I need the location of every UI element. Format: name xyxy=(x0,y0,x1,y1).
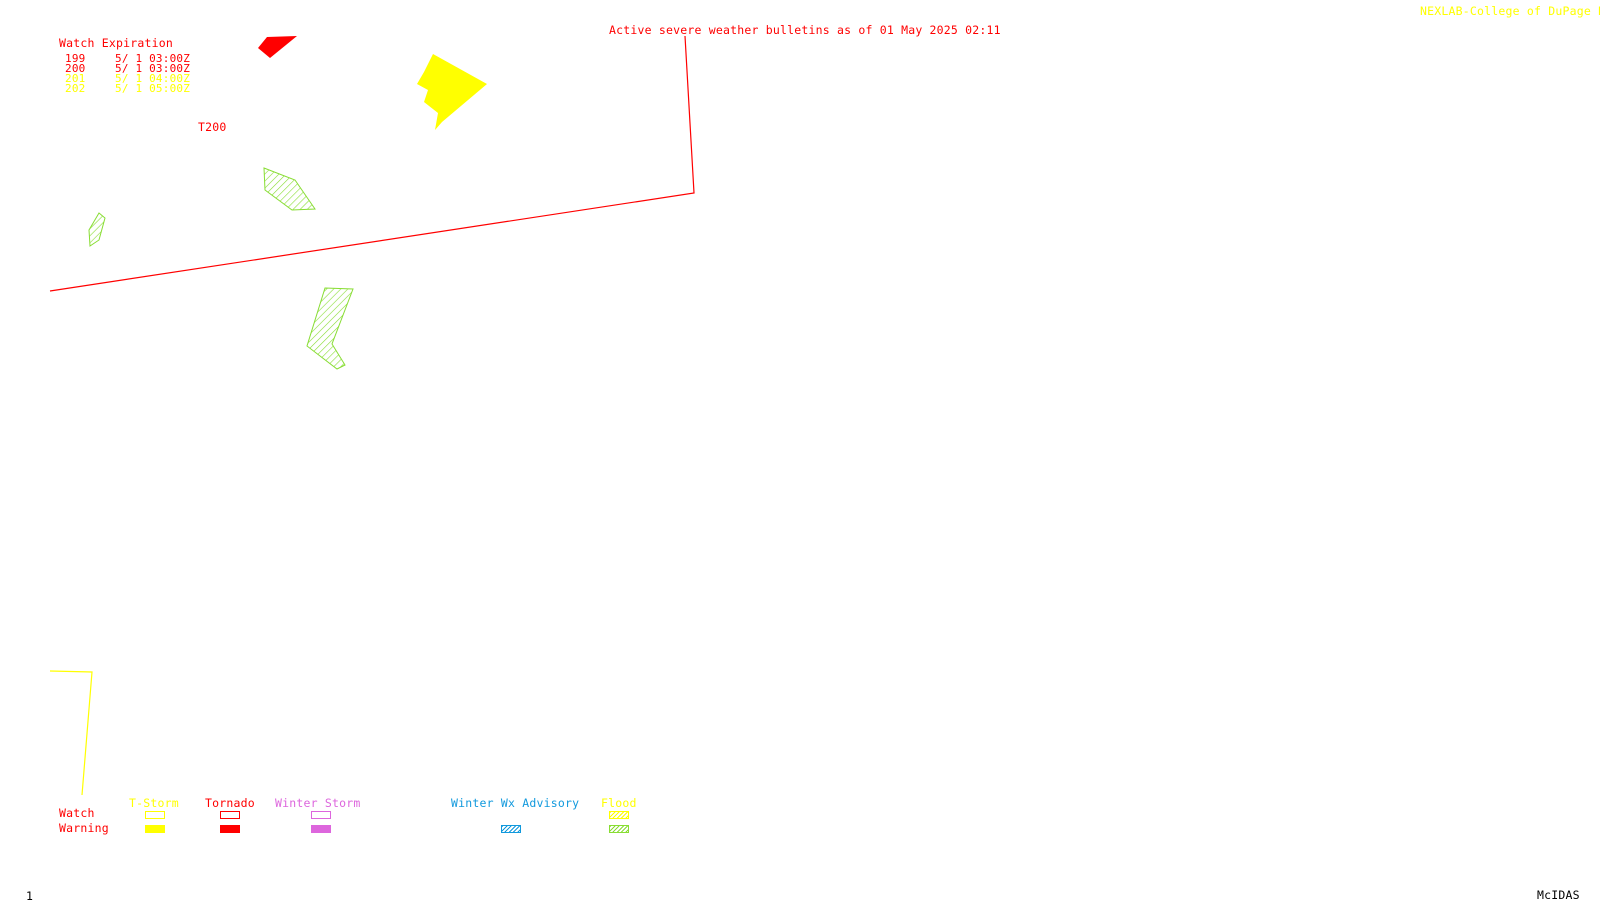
tornado-watch-outline xyxy=(49,35,695,292)
watch-time: 5/ 1 05:00Z xyxy=(115,82,191,95)
credit-label: NEXLAB-College of DuPage R xyxy=(1420,4,1600,18)
legend-label-winter-advisory: Winter Wx Advisory xyxy=(451,796,580,810)
legend-label-winter-storm: Winter Storm xyxy=(275,796,361,810)
legend-tornado-warning-swatch xyxy=(220,825,240,833)
watch-id: 200 xyxy=(65,62,86,75)
tstorm-watch-outline xyxy=(49,670,93,796)
frame-number: 1 xyxy=(26,889,34,903)
watch-time: 5/ 1 04:00Z xyxy=(115,72,191,85)
flood-warning-polygon-3 xyxy=(306,287,354,370)
legend-tstorm-watch-swatch xyxy=(145,811,165,819)
legend-tstorm-warning-swatch xyxy=(145,825,165,833)
legend-row-watch: Watch xyxy=(59,806,95,820)
watch-time: 5/ 1 03:00Z xyxy=(115,62,191,75)
watch-id: 201 xyxy=(65,72,86,85)
watch-200-label: T200 xyxy=(198,120,227,134)
legend-label-tornado: Tornado xyxy=(205,796,255,810)
flood-warning-polygon-2 xyxy=(88,212,106,247)
legend-winter-storm-watch-swatch xyxy=(311,811,331,819)
watch-expiration-heading: Watch Expiration xyxy=(59,36,173,50)
legend-label-flood: Flood xyxy=(601,796,637,810)
legend-flood-watch-swatch xyxy=(609,811,629,819)
legend-tornado-watch-swatch xyxy=(220,811,240,819)
legend-winter-advisory-swatch xyxy=(501,825,521,833)
watch-id: 202 xyxy=(65,82,86,95)
watch-id: 199 xyxy=(65,52,86,65)
tornado-warning-polygon xyxy=(258,36,297,58)
flood-warning-polygon-1 xyxy=(263,167,316,211)
legend-row-warning: Warning xyxy=(59,821,109,835)
legend-winter-storm-warning-swatch xyxy=(311,825,331,833)
legend-flood-warning-swatch xyxy=(609,825,629,833)
legend-label-tstorm: T-Storm xyxy=(129,796,179,810)
software-label: McIDAS xyxy=(1537,888,1580,902)
watch-time: 5/ 1 03:00Z xyxy=(115,52,191,65)
bulletin-title: Active severe weather bulletins as of 01… xyxy=(609,23,1001,37)
tstorm-warning-polygon xyxy=(417,54,487,130)
